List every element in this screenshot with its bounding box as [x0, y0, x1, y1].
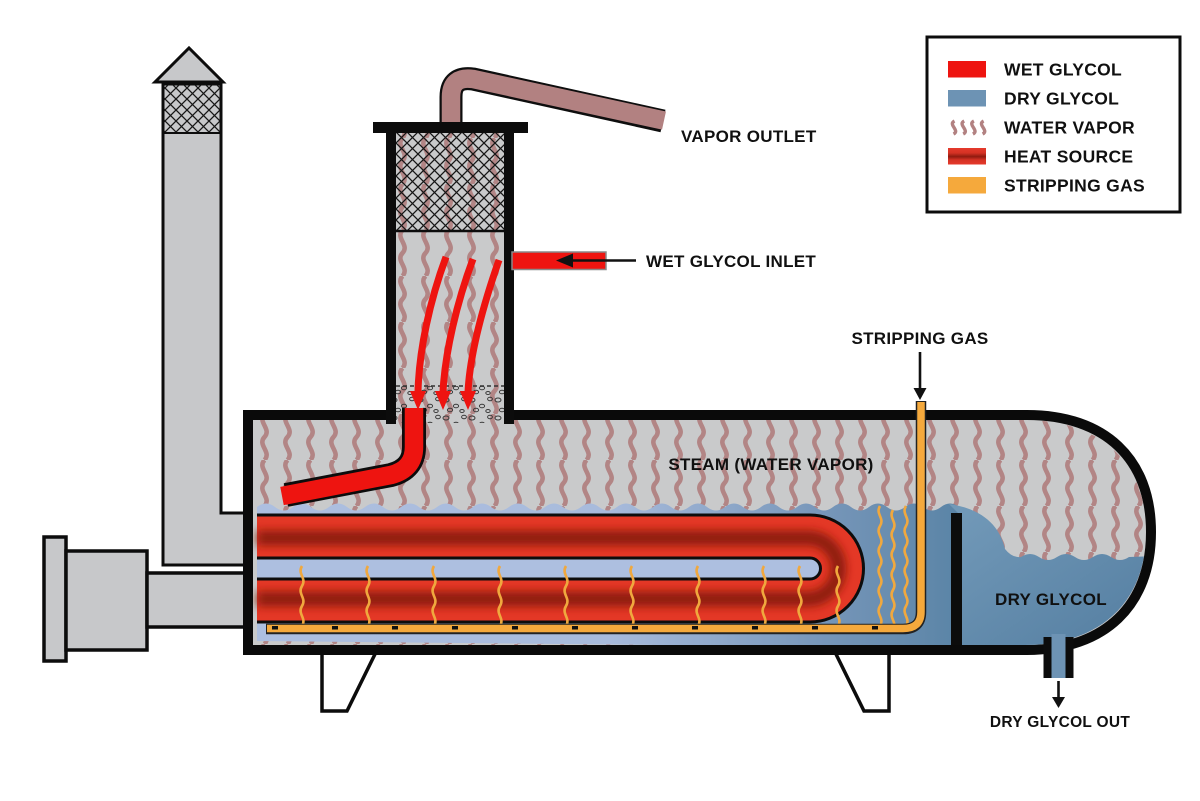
column-wall-left — [386, 126, 396, 424]
legend-swatch-wet-glycol — [948, 61, 986, 78]
wet-glycol-downcomer — [280, 408, 426, 507]
legend-swatch-heat-source — [948, 148, 986, 165]
exhaust-stack — [151, 45, 251, 567]
burner-box — [64, 549, 149, 652]
column-wall-right — [504, 126, 514, 424]
burner-duct — [145, 571, 257, 629]
left-leg — [320, 644, 382, 713]
legend-label-water-vapor: WATER VAPOR — [1004, 118, 1135, 138]
column-top-cap — [373, 122, 528, 133]
wet-glycol-inlet-label: WET GLYCOL INLET — [646, 252, 816, 271]
legend-label-stripping-gas: STRIPPING GAS — [1004, 176, 1145, 196]
vessel-interior — [253, 420, 1146, 645]
stack-mist-mesh — [162, 83, 222, 134]
stripping-gas-pipe — [266, 401, 927, 635]
legend-swatch-dry-glycol — [948, 90, 986, 107]
dry-glycol-out-arrowhead — [1052, 697, 1065, 708]
dry-glycol-out-label: DRY GLYCOL OUT — [990, 714, 1131, 731]
legend-swatch-water-vapor — [950, 119, 987, 136]
fire-tube-hot-core — [257, 530, 846, 607]
wet-glycol-inlet-arrowhead — [556, 253, 573, 268]
wet-glycol-down-arrows — [410, 255, 503, 410]
vapor-outlet-pipe — [439, 67, 666, 133]
nozzle-channel — [1051, 634, 1066, 678]
burner-flange — [42, 535, 68, 663]
steam-label: STEAM (WATER VAPOR) — [668, 455, 873, 474]
still-column — [373, 122, 607, 424]
vessel-legs — [320, 644, 891, 713]
legend: WET GLYCOL DRY GLYCOL WATER VAPOR HEAT S… — [925, 35, 1182, 214]
legend-label-heat-source: HEAT SOURCE — [1004, 147, 1133, 167]
sparger-holes — [272, 626, 878, 630]
right-leg — [829, 644, 891, 713]
dry-glycol-outlet-nozzle — [1043, 634, 1074, 678]
stripping-gas-arrowhead — [913, 388, 927, 400]
u-bend-inner-gap — [258, 556, 823, 582]
burner-assembly — [42, 535, 257, 663]
dry-glycol-pool — [949, 504, 1146, 645]
legend-swatch-stripping-gas — [948, 177, 986, 194]
stack-cap — [151, 45, 227, 84]
legend-label-wet-glycol: WET GLYCOL — [1004, 60, 1122, 80]
fire-tube — [257, 513, 865, 624]
column-mist-mesh — [396, 133, 504, 231]
stripping-gas-label: STRIPPING GAS — [851, 329, 988, 348]
weir — [951, 513, 962, 645]
dry-glycol-label: DRY GLYCOL — [995, 590, 1107, 609]
vapor-outlet-label: VAPOR OUTLET — [681, 127, 817, 146]
annotation-arrows — [556, 253, 1065, 708]
stack-body — [161, 82, 251, 567]
legend-label-dry-glycol: DRY GLYCOL — [1004, 89, 1119, 109]
